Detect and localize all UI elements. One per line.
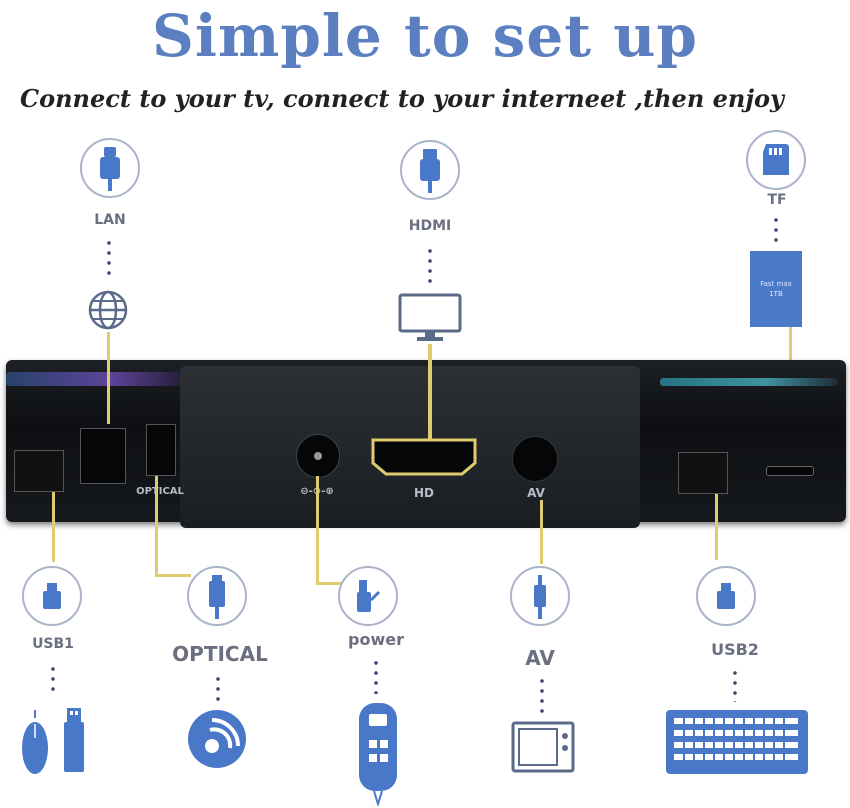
av-plug-icon bbox=[534, 575, 546, 619]
tv-icon bbox=[511, 721, 575, 773]
power-wire-v bbox=[316, 476, 319, 584]
av-dots bbox=[540, 676, 544, 716]
usb2-dots bbox=[733, 668, 737, 702]
remote-control-icon bbox=[359, 703, 397, 806]
usb-icon bbox=[43, 583, 61, 609]
tf-label: TF bbox=[767, 192, 787, 208]
lan-circle bbox=[80, 138, 140, 198]
tf-slot bbox=[766, 466, 814, 476]
page-title: Simple to set up bbox=[152, 2, 698, 70]
optical-cable-icon bbox=[209, 575, 225, 619]
optical-wire-v bbox=[155, 476, 158, 576]
usb1-label: USB1 bbox=[32, 636, 74, 652]
optical-port bbox=[146, 424, 176, 476]
optical-wire-h bbox=[155, 574, 191, 577]
optical-label: OPTICAL bbox=[172, 642, 268, 666]
lan-cable-icon bbox=[100, 147, 120, 191]
usb2-circle bbox=[696, 566, 756, 626]
light-strip-left bbox=[6, 372, 181, 386]
usb-drive-icon bbox=[64, 708, 84, 772]
lan-port bbox=[80, 428, 126, 484]
hdmi-wire bbox=[428, 344, 432, 439]
optical-port-label: OPTICAL bbox=[136, 486, 184, 497]
light-strip-right bbox=[660, 378, 838, 386]
sd-card-icon bbox=[763, 144, 789, 175]
tf-card: Fast max 1TB bbox=[750, 251, 802, 327]
mouse-icon bbox=[22, 710, 48, 774]
lan-label: LAN bbox=[94, 212, 126, 228]
optical-disc-icon bbox=[188, 710, 246, 768]
usb1-port bbox=[14, 450, 64, 492]
hdmi-dots bbox=[428, 246, 432, 286]
av-label: AV bbox=[525, 646, 555, 670]
monitor-icon bbox=[398, 293, 462, 341]
power-port bbox=[296, 434, 340, 478]
usb2-port bbox=[678, 452, 728, 494]
usb2-label: USB2 bbox=[711, 640, 759, 659]
power-plug-icon bbox=[357, 580, 381, 612]
hdmi-cable-icon bbox=[420, 149, 440, 193]
usb1-dots bbox=[51, 664, 55, 694]
globe-icon bbox=[88, 290, 128, 330]
subtitle: Connect to your tv, connect to your inte… bbox=[20, 84, 784, 113]
lan-dots bbox=[107, 238, 111, 278]
av-circle bbox=[510, 566, 570, 626]
av-wire bbox=[540, 500, 543, 564]
power-label: power bbox=[348, 630, 404, 649]
usb1-wire bbox=[52, 492, 55, 562]
keyboard-icon bbox=[666, 710, 808, 774]
optical-dots bbox=[216, 674, 220, 704]
tf-circle bbox=[746, 130, 806, 190]
hdmi-port bbox=[371, 438, 477, 476]
hdmi-circle bbox=[400, 140, 460, 200]
power-circle bbox=[338, 566, 398, 626]
usb2-wire bbox=[715, 494, 718, 560]
hdmi-label: HDMI bbox=[408, 218, 452, 234]
usb1-circle bbox=[22, 566, 82, 626]
tf-card-text: Fast max 1TB bbox=[760, 280, 792, 298]
av-port bbox=[512, 436, 558, 482]
hd-port-label: HD bbox=[413, 486, 435, 500]
power-wire-h bbox=[316, 582, 344, 585]
optical-circle bbox=[187, 566, 247, 626]
usb-icon bbox=[717, 583, 735, 609]
tf-dots bbox=[774, 215, 778, 247]
lan-wire bbox=[107, 332, 110, 424]
power-dots bbox=[374, 658, 378, 694]
av-port-label: AV bbox=[527, 486, 545, 500]
